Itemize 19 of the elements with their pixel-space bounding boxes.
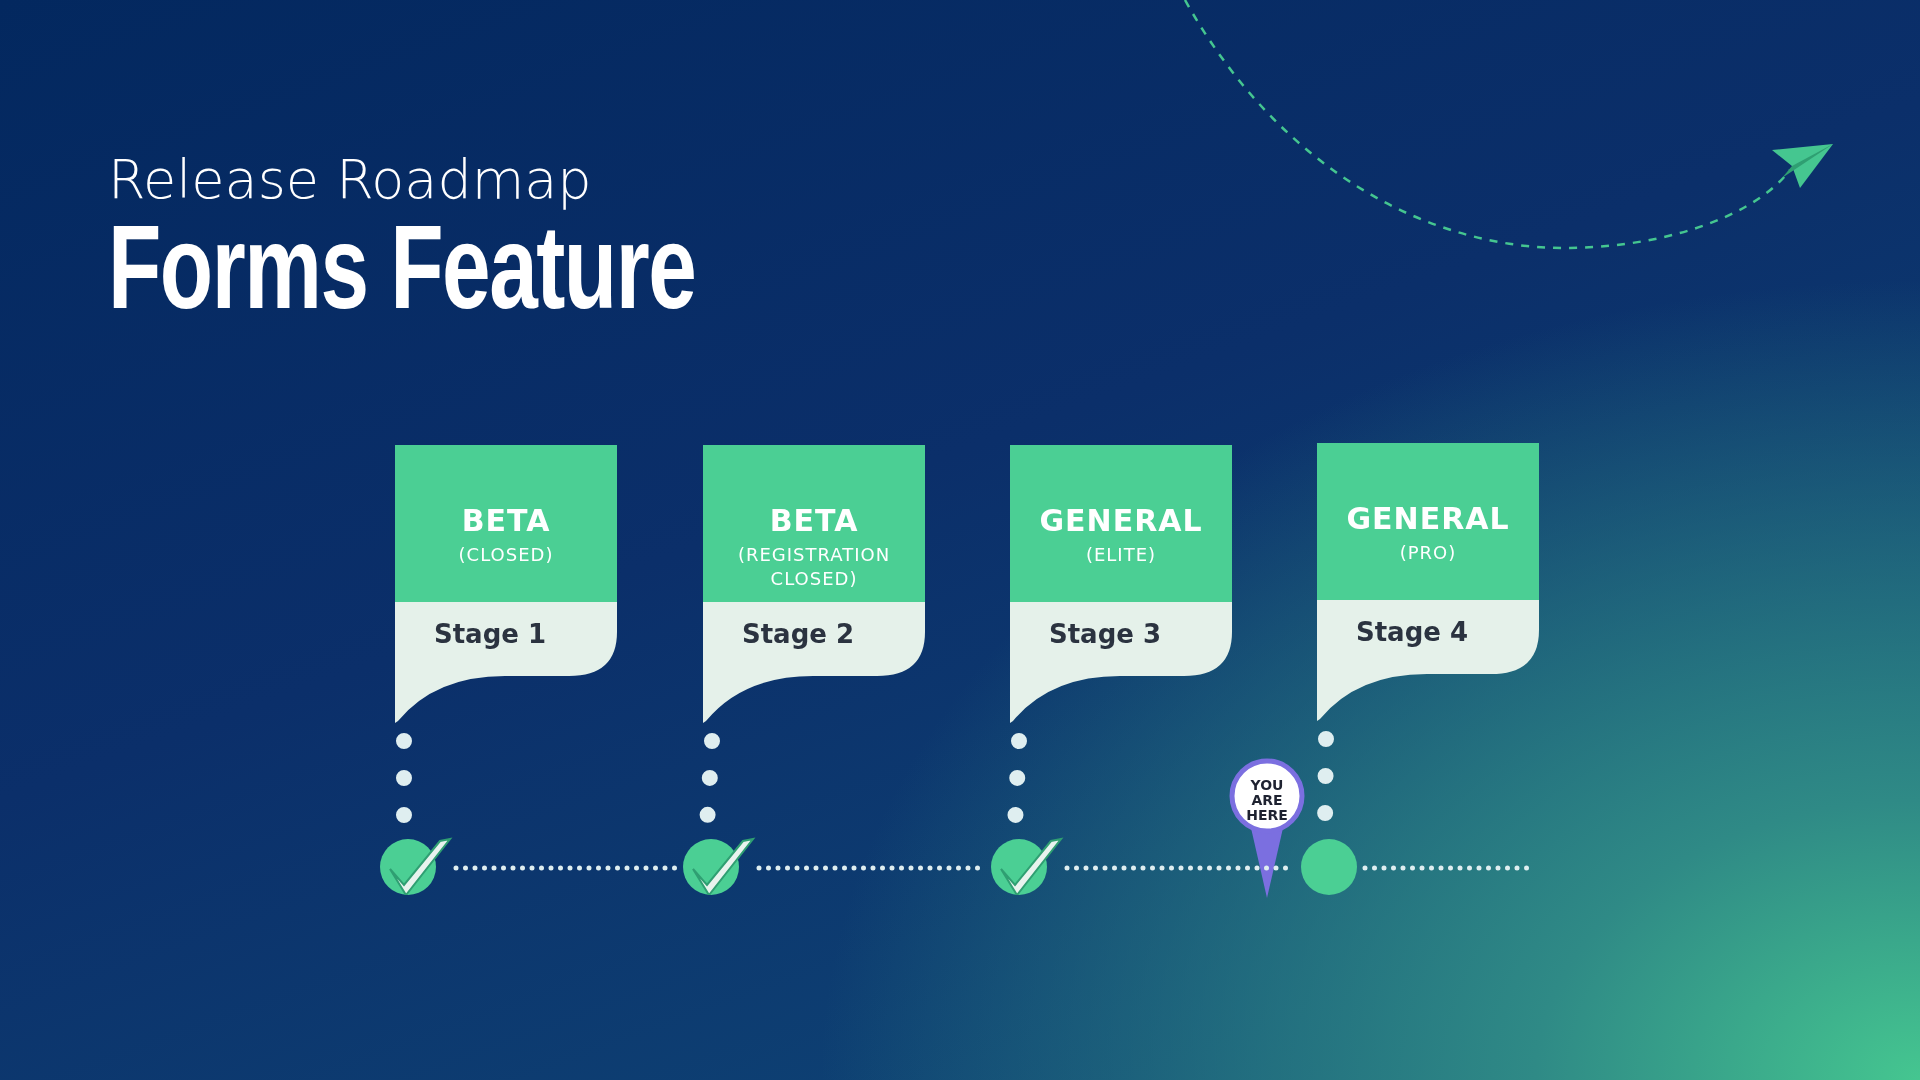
stage-label: Stage 3 [1047, 619, 1163, 649]
stage-label: Stage 2 [740, 619, 856, 649]
stage-subheading: (CLOSED) [457, 543, 555, 567]
stage-label: Stage 4 [1354, 617, 1470, 647]
subtitle: Release Roadmap [108, 148, 592, 211]
stage-flag [1317, 443, 1539, 721]
timeline-line [1362, 865, 1531, 871]
stage-subheading: (PRO) [1398, 541, 1458, 565]
stage-flag [703, 445, 925, 723]
stage-subheading: (REGISTRATION CLOSED) [736, 543, 892, 591]
stage-heading: GENERAL [1038, 503, 1204, 538]
stage-flag [1010, 445, 1232, 723]
timeline-line [453, 865, 680, 871]
stage-heading: BETA [460, 503, 552, 538]
stage-flag [395, 445, 617, 723]
stage-heading: BETA [768, 503, 860, 538]
stage-label: Stage 1 [432, 619, 548, 649]
stage-heading: GENERAL [1345, 501, 1511, 536]
stage-subheading: (ELITE) [1084, 543, 1158, 567]
